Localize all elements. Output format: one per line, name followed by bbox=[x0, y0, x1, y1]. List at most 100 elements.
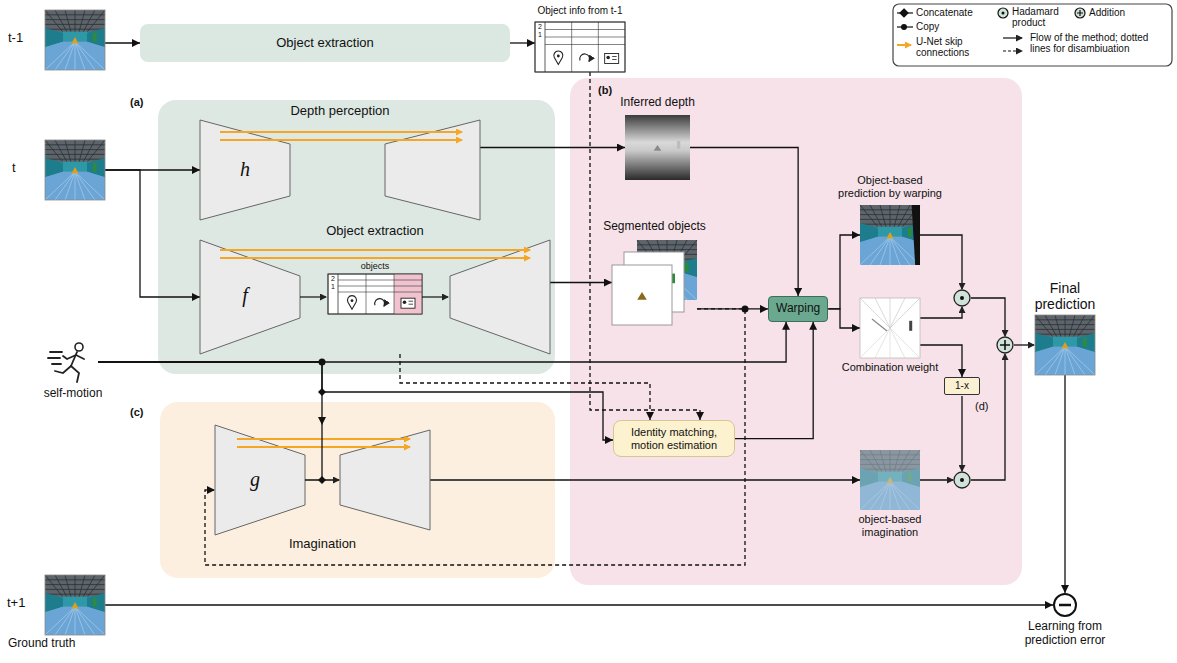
flow-line bbox=[971, 354, 1005, 480]
loss-symbol: Learning from prediction error bbox=[1053, 593, 1077, 617]
flow-connector bbox=[735, 322, 813, 439]
decoder-shape bbox=[340, 430, 430, 530]
node-label: (a) bbox=[130, 96, 154, 109]
location-icon bbox=[351, 299, 354, 302]
prediction-image-art bbox=[1035, 315, 1095, 375]
flow-line bbox=[321, 425, 322, 480]
flow-connector bbox=[828, 309, 860, 328]
module-panel: (a)Depth perceptionhObject extractionf bbox=[158, 100, 555, 374]
legend-label: Copy bbox=[916, 21, 986, 32]
input-frame-art bbox=[45, 140, 105, 200]
addition-sample bbox=[1075, 8, 1085, 18]
prediction-image: Final prediction bbox=[1035, 315, 1095, 375]
skip-connection bbox=[220, 131, 462, 133]
flow-connector bbox=[1064, 375, 1065, 593]
encoder-shape bbox=[200, 120, 290, 220]
table-caption: objects bbox=[328, 262, 422, 272]
network-block: gImagination bbox=[215, 425, 430, 555]
flow-line bbox=[961, 396, 962, 471]
weight-line bbox=[890, 328, 920, 358]
legend-label: Hadamard product bbox=[1012, 6, 1064, 28]
weight-map: Combination weight bbox=[860, 298, 920, 358]
floor bbox=[860, 450, 920, 510]
skip-sample bbox=[897, 44, 911, 46]
floor-ray bbox=[45, 607, 75, 635]
table-frame bbox=[328, 274, 422, 314]
addition-symbol bbox=[997, 337, 1013, 353]
flow-line bbox=[422, 296, 448, 297]
segment-object bbox=[637, 292, 647, 300]
floor-ray bbox=[1035, 347, 1065, 375]
input-frame: t-1 bbox=[45, 10, 105, 70]
addition-plus bbox=[1000, 340, 1010, 350]
node-label: t-1 bbox=[8, 31, 42, 46]
hadamard-symbol bbox=[954, 472, 970, 488]
weight-line bbox=[890, 328, 891, 358]
concatenate-mark bbox=[318, 476, 326, 484]
runner-head bbox=[75, 343, 83, 351]
hadamard-sample bbox=[1002, 12, 1005, 15]
floor bbox=[860, 205, 920, 265]
hadamard-dot bbox=[960, 296, 964, 300]
floor-ray bbox=[1045, 347, 1065, 375]
blur-veil bbox=[860, 450, 920, 510]
floor-ray bbox=[75, 172, 105, 200]
node-label: Warping bbox=[776, 302, 820, 316]
table-rule bbox=[545, 37, 625, 38]
imagination-image-art bbox=[860, 450, 920, 510]
floor bbox=[45, 575, 105, 635]
table-rule bbox=[571, 22, 572, 72]
identity-icon bbox=[403, 300, 407, 304]
floor-ray bbox=[1065, 347, 1085, 375]
legend-samples bbox=[893, 4, 1172, 66]
flow-connector bbox=[510, 42, 535, 43]
frame-border bbox=[45, 140, 105, 200]
loss-circle bbox=[1054, 594, 1076, 616]
node-label: (c) bbox=[130, 406, 154, 419]
flow-connector bbox=[430, 479, 860, 480]
floor-ray bbox=[65, 172, 75, 200]
runner-stroke bbox=[71, 352, 77, 366]
network-symbol: g bbox=[235, 468, 275, 491]
location-icon bbox=[348, 296, 357, 310]
floor-ray bbox=[55, 42, 75, 70]
node-label: Combination weight bbox=[835, 361, 945, 374]
input-frame-art bbox=[45, 10, 105, 70]
table-rule bbox=[366, 274, 367, 314]
node-label: 1-x bbox=[955, 380, 969, 392]
depth-map: Inferred depth bbox=[625, 115, 690, 180]
skip-connection bbox=[237, 438, 410, 440]
segment-stack-art bbox=[612, 240, 697, 325]
flow-connector bbox=[828, 235, 860, 309]
node-label: Inferred depth bbox=[605, 96, 710, 110]
node-label: Object-based prediction by warping bbox=[832, 174, 948, 199]
hadamard-symbol bbox=[954, 290, 970, 306]
dotted-connector bbox=[590, 72, 700, 420]
concatenate-mark bbox=[318, 388, 326, 396]
flow-line bbox=[920, 307, 962, 318]
network-block: Depth perceptionh bbox=[200, 104, 480, 220]
ceiling-grid bbox=[65, 10, 72, 34]
flow-line bbox=[920, 479, 953, 480]
table-index: 1 bbox=[536, 31, 544, 39]
motion-icon-art bbox=[48, 340, 98, 384]
node-label: Object extraction bbox=[200, 224, 550, 239]
table-rule bbox=[338, 292, 422, 293]
floor bbox=[45, 140, 105, 200]
node-label: t bbox=[12, 161, 40, 176]
rotation-icon bbox=[580, 54, 590, 62]
weight-line bbox=[875, 328, 890, 358]
skip-connection bbox=[220, 249, 530, 251]
module-panel: (b)Inferred depthSegmented objectsWarpin… bbox=[570, 78, 1022, 585]
copy-mark bbox=[742, 305, 749, 312]
green-object bbox=[1083, 338, 1087, 347]
process-box: Identity matching, motion estimation bbox=[613, 420, 735, 457]
ceiling bbox=[1035, 315, 1095, 339]
ceiling-grid bbox=[890, 205, 891, 229]
ceiling-grid bbox=[75, 575, 76, 599]
skip-connection bbox=[237, 446, 410, 448]
identity-icon bbox=[409, 304, 414, 305]
segment-stack: Segmented objects bbox=[612, 240, 697, 325]
floor-ray bbox=[55, 607, 75, 635]
node-label: Imagination bbox=[215, 537, 430, 552]
